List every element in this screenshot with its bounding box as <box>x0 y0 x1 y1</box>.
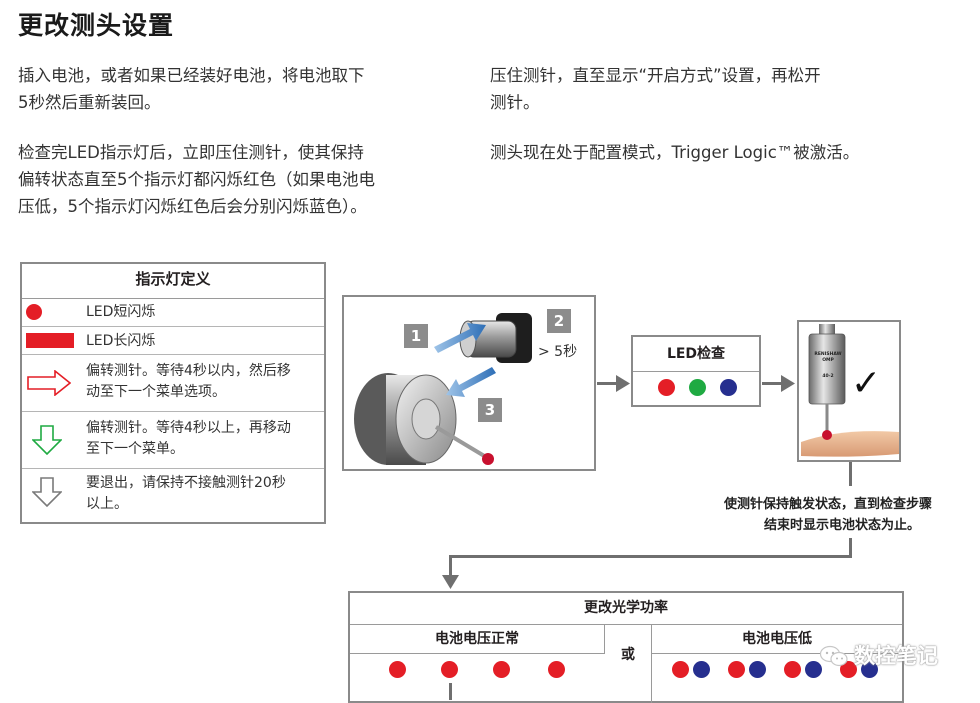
flow-arrow-head-icon <box>616 375 630 392</box>
led-red-icon <box>840 661 857 678</box>
text-line: 压住测针，直至显示“开启方式”设置，再松开 <box>490 66 821 85</box>
legend-row: 偏转测针。等待4秒以内，然后移 动至下一个菜单选项。 <box>22 355 324 412</box>
optical-power-title: 更改光学功率 <box>350 593 902 625</box>
probe-battery-image <box>354 313 532 465</box>
step-badge: 1 <box>404 324 428 348</box>
text-line: 插入电池，或者如果已经装好电池，将电池取下 <box>18 66 365 85</box>
text-line: 测针。 <box>490 93 540 112</box>
flow-arrow-line <box>449 683 452 700</box>
led-blue-icon <box>720 379 737 396</box>
led-green-icon <box>689 379 706 396</box>
battery-low-label: 电池电压低 <box>652 625 902 654</box>
legend-text: 要退出，请保持不接触测针20秒 以上。 <box>86 475 286 512</box>
led-red-icon <box>672 661 689 678</box>
page-title: 更改测头设置 <box>18 11 175 40</box>
battery-normal-label: 电池电压正常 <box>350 625 605 654</box>
led-legend-table: 指示灯定义 LED短闪烁 LED长闪烁 偏转测针。等待4秒以内，然后移 动至下一… <box>20 262 326 524</box>
led-blue-icon <box>693 661 710 678</box>
flow-arrow-line <box>849 538 852 558</box>
led-check-title: LED检查 <box>633 337 759 372</box>
flow-arrow-line <box>762 382 784 385</box>
legend-row: 偏转测针。等待4秒以上，再移动 至下一个菜单。 <box>22 412 324 469</box>
wechat-logo-icon <box>820 645 848 667</box>
probe-trigger-illustration: RENISHAW OMP 40-2 ✓ <box>797 320 901 462</box>
flow-arrow-head-icon <box>781 375 795 392</box>
instruction-paragraph-1: 插入电池，或者如果已经装好电池，将电池取下 5秒然后重新装回。 <box>18 62 365 116</box>
text-line: 偏转状态直至5个指示灯都闪烁红色（如果电池电 <box>18 170 375 189</box>
battery-replace-illustration: 1 2 3 > 5秒 <box>342 295 596 471</box>
led-red-icon <box>389 661 406 678</box>
led-blue-icon <box>749 661 766 678</box>
or-label: 或 <box>605 625 652 703</box>
legend-row: 要退出，请保持不接触测针20秒 以上。 <box>22 469 324 522</box>
flow-arrow-line <box>849 462 852 486</box>
led-red-icon <box>728 661 745 678</box>
led-blue-icon <box>861 661 878 678</box>
legend-row: LED长闪烁 <box>22 327 324 355</box>
text-line: 压低，5个指示灯闪烁红色后会分别闪烁蓝色）。 <box>18 197 367 216</box>
led-red-icon <box>441 661 458 678</box>
instruction-paragraph-2: 检查完LED指示灯后，立即压住测针，使其保持 偏转状态直至5个指示灯都闪烁红色（… <box>18 139 375 220</box>
flow-arrow-line <box>449 555 852 558</box>
led-check-box: LED检查 <box>631 335 761 407</box>
text-line: 5秒然后重新装回。 <box>18 93 161 112</box>
probe-finger-image <box>801 324 899 457</box>
instruction-paragraph-4: 测头现在处于配置模式，Trigger Logic™被激活。 <box>490 139 859 166</box>
green-outline-down-arrow-icon <box>32 425 62 455</box>
red-dot-icon <box>26 304 42 320</box>
probe-label: RENISHAW OMP 40-2 <box>814 352 842 379</box>
flow-arrow-line <box>597 382 619 385</box>
legend-title: 指示灯定义 <box>22 264 324 299</box>
red-bar-icon <box>26 333 74 348</box>
flow-arrow-head-icon <box>442 575 459 589</box>
step-badge: 2 <box>547 309 571 333</box>
check-mark-icon: ✓ <box>851 363 882 404</box>
gray-outline-down-arrow-icon <box>32 477 62 507</box>
text-line: 测头现在处于配置模式，Trigger Logic™被激活。 <box>490 143 860 162</box>
led-red-icon <box>784 661 801 678</box>
wait-time-label: > 5秒 <box>538 344 578 360</box>
optical-power-table: 更改光学功率 电池电压正常 或 电池电压低 <box>348 591 904 703</box>
legend-text: 偏转测针。等待4秒以上，再移动 至下一个菜单。 <box>86 420 291 457</box>
legend-text: LED短闪烁 <box>86 304 156 320</box>
led-red-icon <box>658 379 675 396</box>
step-badge: 3 <box>478 398 502 422</box>
instruction-paragraph-3: 压住测针，直至显示“开启方式”设置，再松开 测针。 <box>490 62 821 116</box>
watermark-text: 数控笔记 <box>854 644 938 668</box>
flow-arrow-line <box>449 555 452 577</box>
red-outline-right-arrow-icon <box>27 370 71 396</box>
legend-text: LED长闪烁 <box>86 333 156 349</box>
led-red-icon <box>493 661 510 678</box>
trigger-note: 使测针保持触发状态，直到检查步骤 结束时显示电池状态为止。 <box>724 497 933 533</box>
text-line: 检查完LED指示灯后，立即压住测针，使其保持 <box>18 143 364 162</box>
legend-text: 偏转测针。等待4秒以内，然后移 动至下一个菜单选项。 <box>86 363 291 400</box>
led-red-icon <box>548 661 565 678</box>
legend-row: LED短闪烁 <box>22 299 324 327</box>
led-blue-icon <box>805 661 822 678</box>
